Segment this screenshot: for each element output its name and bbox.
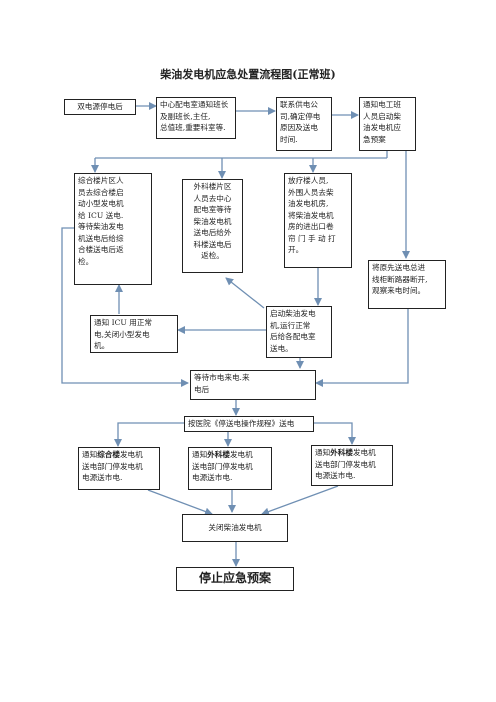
node-notify-comprehensive: 通知综合楼发电机 送电部门停发电机 电源送市电.	[78, 447, 160, 490]
node-comprehensive-building: 综合楼片区人 员去综合楼启 动小型发电机 给 ICU 送电. 等待柴油发电 机送…	[74, 173, 152, 285]
node-disconnect-breaker: 将原先送电总进 线柜断路器断开, 观察来电时间。	[368, 260, 446, 309]
node-notify-surgery-2: 通知外科楼发电机 送电部门停发电机 电源送市电.	[311, 445, 393, 486]
arrow-start-to-surgery	[225, 277, 265, 309]
arrow-left-to-shutdown	[147, 489, 213, 516]
node-radiotherapy-building: 放疗楼人员, 外围人员去柴 油发电机房, 将柴油发电机 房的进出口卷 帘 门 手…	[284, 173, 352, 268]
node-notify-electrician: 通知电工班 人员启动柴 油发电机应 急预案	[359, 97, 416, 151]
arrow-comprehensive-to-wait	[61, 227, 189, 387]
node-notify-surgery: 通知外科楼发电机 送电部门停发电机 电源送市电.	[188, 447, 272, 490]
node-surgery-building: 外科楼片区 人员去中心 配电室等待 柴油发电机 送电后给外 科楼送电后 返检。	[182, 179, 243, 273]
arrow-breaker-to-wait	[315, 309, 409, 387]
arrow-right-to-shutdown	[261, 485, 339, 516]
node-start-generator: 启动柴油发电 机,运行正常 后给各配电室 送电。	[266, 306, 332, 358]
node-wait-utility: 等待市电来电.来 电后	[190, 370, 316, 400]
node-hospital-procedure: 按医院《停送电操作规程》送电	[184, 416, 314, 432]
arrow-procedure-to-left	[114, 422, 184, 447]
node-contact-supplier: 联系供电公 司,确定停电 原因及送电 时间.	[276, 97, 332, 151]
node-power-outage: 双电源停电后	[64, 99, 136, 115]
page-title: 柴油发电机应急处置流程图(正常班)	[160, 68, 336, 81]
node-notify-shift-leaders: 中心配电室通知班长 及副班长,主任, 总值班,重要科室等.	[156, 97, 236, 139]
node-stop-plan: 停止应急预案	[176, 567, 294, 591]
node-notify-icu: 通知 ICU 用正常 电,关闭小型发电 机。	[90, 315, 178, 353]
node-shutdown-generator: 关闭柴油发电机	[182, 514, 288, 542]
arrow-procedure-to-right	[314, 422, 356, 445]
